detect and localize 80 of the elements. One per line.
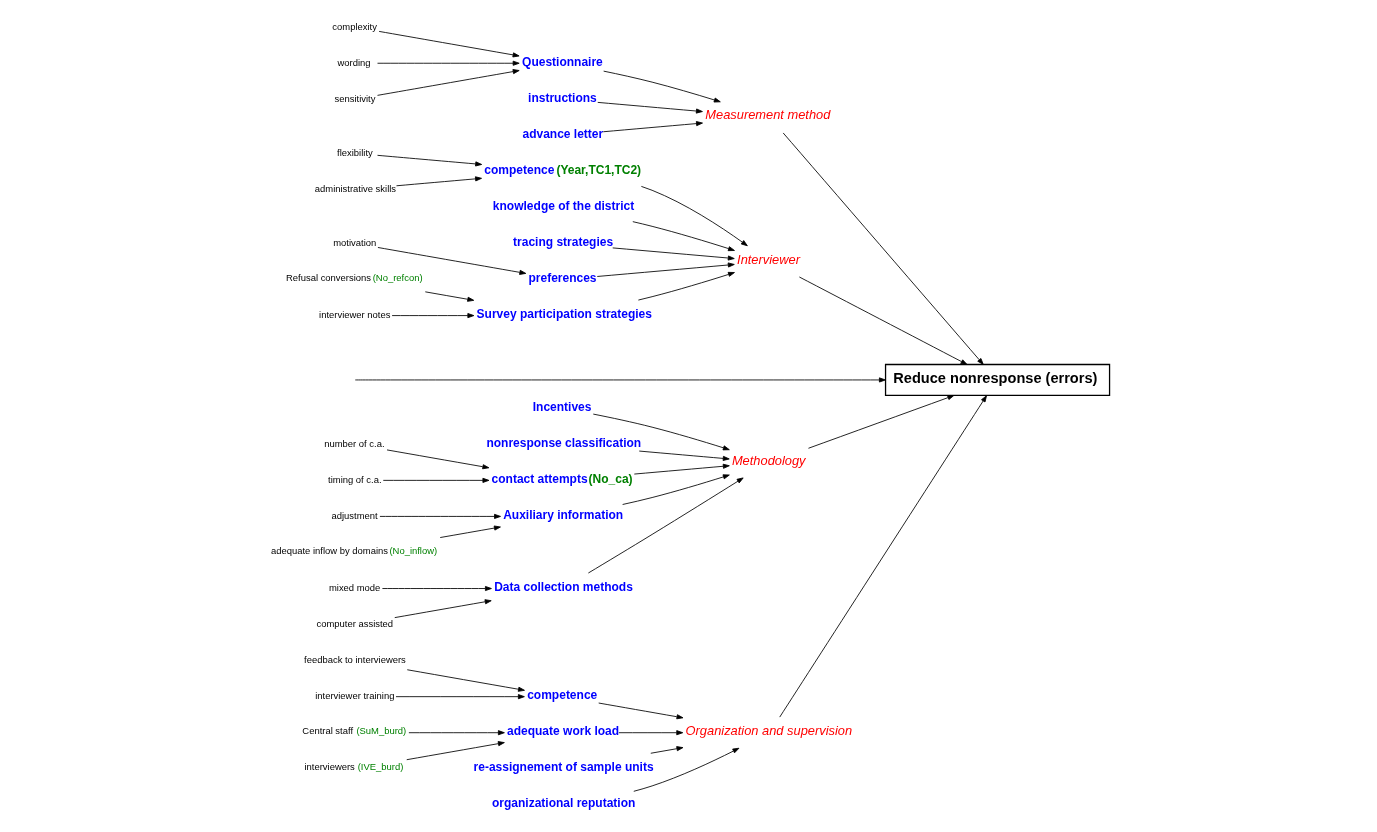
node-text: preferences: [528, 270, 597, 285]
arrow: [631, 221, 735, 252]
node-text: administrative skills: [314, 182, 396, 194]
node-text: Auxiliary information: [502, 507, 623, 522]
arrow: [393, 599, 492, 619]
node-text: interviewer notes: [318, 308, 390, 320]
node-text: Central staff (SuM_burd): [301, 725, 406, 737]
arrow: [602, 121, 703, 133]
arrow: [386, 449, 489, 470]
node-text: mixed mode: [328, 581, 380, 593]
node-text: advance letter: [521, 126, 603, 141]
arrow: [637, 271, 735, 301]
arrow: [807, 395, 954, 449]
arrow: [597, 702, 683, 720]
node-text: adjustment: [331, 509, 378, 521]
arrow: [602, 70, 721, 103]
arrow: [596, 262, 735, 277]
arrow: [617, 730, 683, 736]
node-text: organizational reputation: [491, 796, 635, 811]
arrow: [354, 377, 886, 383]
node-text: motivation: [332, 236, 376, 248]
node-text: complexity: [331, 20, 377, 32]
arrow: [377, 247, 526, 275]
arrow: [424, 291, 474, 302]
arrow: [379, 513, 501, 519]
arrow: [382, 477, 489, 483]
arrow: [405, 741, 505, 761]
arrow: [798, 276, 967, 365]
node-text: number of c.a.: [323, 437, 385, 449]
node-text: feedback to interviewers: [303, 654, 406, 666]
arrow: [391, 313, 474, 319]
node-text: adequate work load: [506, 724, 619, 739]
node-text: instructions: [527, 90, 597, 105]
arrow: [376, 60, 520, 66]
node-text: Organization and supervision: [685, 722, 852, 738]
node-text: Refusal conversions (No_refcon): [285, 272, 423, 284]
arrow: [395, 176, 482, 187]
node-text: sensitivity: [334, 92, 375, 104]
arrow: [395, 694, 525, 700]
node-text: wording: [337, 56, 371, 68]
arrow: [611, 247, 735, 261]
node-text: Incentives: [532, 399, 591, 414]
arrow: [376, 154, 482, 167]
arrow: [649, 746, 683, 754]
node-text: Survey participation strategies: [476, 306, 652, 321]
node-text: Questionnaire: [521, 54, 603, 69]
node-text: Data collection methods: [493, 579, 633, 594]
arrow: [381, 586, 492, 592]
arrow: [587, 477, 744, 574]
node-text: tracing strategies: [512, 234, 613, 249]
arrow: [778, 395, 987, 718]
arrow: [638, 450, 730, 461]
node-text: interviewers (IVE_burd): [303, 761, 403, 773]
arrow: [407, 730, 505, 736]
node-text: timing of c.a.: [327, 473, 382, 485]
arrow: [621, 474, 730, 505]
node-text: re-assignement of sample units: [473, 760, 654, 775]
node-text: computer assisted: [316, 617, 393, 629]
node-text: competence: [526, 687, 597, 702]
arrow: [633, 463, 730, 475]
node-text: nonresponse classification: [485, 435, 641, 450]
node-box: Reduce nonresponse (errors): [884, 363, 1110, 397]
arrow: [782, 132, 984, 365]
arrow: [640, 185, 748, 247]
node-text: interviewer training: [314, 690, 394, 702]
node-text: adequate inflow by domains(No_inflow): [270, 545, 437, 557]
arrow: [632, 747, 739, 792]
node-text: contact attempts(No_ca): [491, 471, 633, 486]
arrow: [439, 525, 501, 538]
arrow: [592, 413, 730, 451]
node-text: Interviewer: [736, 251, 800, 267]
node-text: Measurement method: [704, 107, 830, 123]
node-text: competence (Year,TC1,TC2): [483, 162, 641, 177]
node-text: knowledge of the district: [492, 198, 634, 213]
node-text: flexibility: [336, 146, 373, 158]
arrow: [406, 669, 525, 692]
arrow: [376, 69, 520, 96]
arrow: [378, 30, 520, 58]
arrow: [596, 101, 703, 114]
node-text: Methodology: [731, 452, 806, 468]
